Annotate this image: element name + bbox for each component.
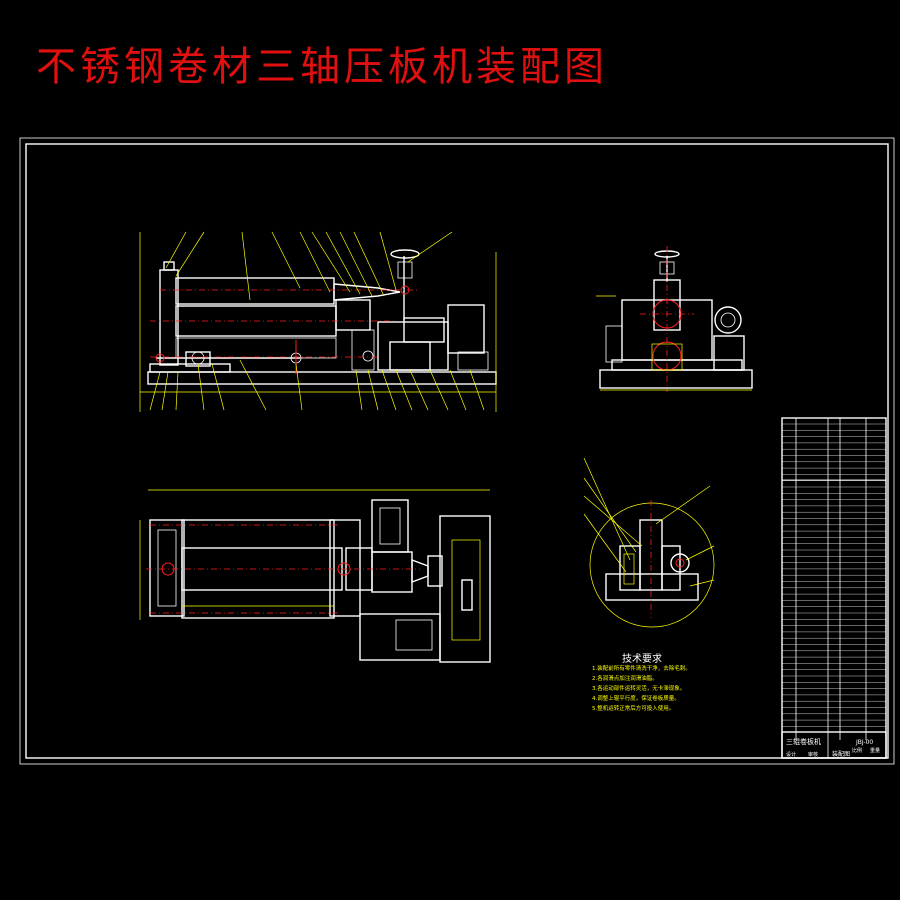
detail-view	[583, 457, 715, 628]
front-view	[139, 231, 497, 412]
note-item: 1.装配前所有零件清洗干净，去除毛刺。	[592, 664, 691, 672]
notes-heading: 技术要求	[622, 652, 662, 665]
top-view	[139, 489, 491, 663]
note-item: 3.各运动部件运转灵活，无卡滞现象。	[592, 684, 685, 692]
note-item: 4.调整上辊平行度，保证卷板质量。	[592, 694, 680, 702]
title-block-drawing-no: JBJ-00	[855, 739, 873, 746]
title-block-name: 三辊卷板机	[786, 737, 821, 746]
outer-frame	[19, 137, 895, 765]
title-block-field: 设计	[786, 751, 796, 758]
title-block-subname: 装配图	[832, 750, 850, 758]
title-block-field: 比例	[852, 747, 862, 754]
inner-frame	[25, 143, 889, 759]
technical-notes: 技术要求 1.装配前所有零件清洗干净，去除毛刺。 2.各润滑点加注润滑油脂。 3…	[592, 652, 691, 712]
title-block-field: 重量	[870, 747, 880, 754]
note-item: 5.整机运转正常后方可投入使用。	[592, 704, 674, 712]
side-view	[596, 246, 753, 392]
parts-list: 三辊卷板机 装配图 JBJ-00 设计 审核 比例 重量	[781, 417, 887, 759]
note-item: 2.各润滑点加注润滑油脂。	[592, 674, 658, 682]
parts-list-rows	[782, 423, 886, 727]
title-block-field: 审核	[808, 751, 818, 758]
drawing-title: 不锈钢卷材三轴压板机装配图	[36, 44, 608, 90]
